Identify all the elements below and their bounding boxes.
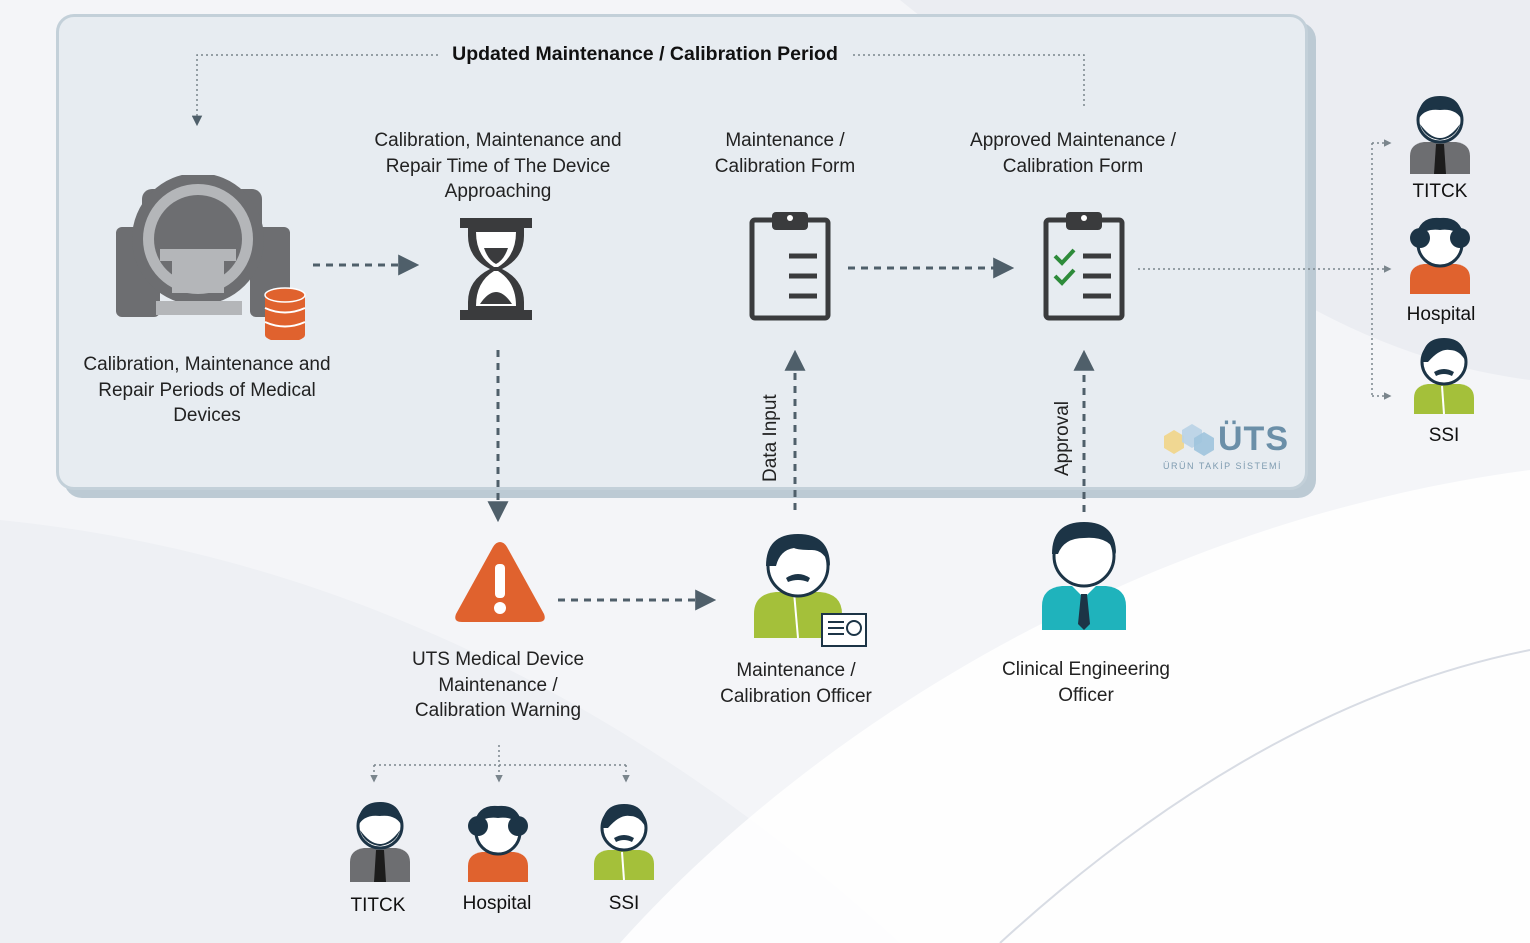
approved-clipboard-icon [1043,212,1125,321]
hospital-person-icon-bottom [468,805,528,882]
uts-logo-text: ÜTS [1218,420,1289,458]
hourglass-icon [460,218,532,320]
clipboard-form-icon [749,212,831,321]
recipient-titck-bottom: TITCK [350,895,406,916]
ssi-person-icon-bottom [594,804,654,881]
approved-form-label: Approved Maintenance / Calibration Form [970,130,1176,177]
hospital-person-icon [1410,217,1470,294]
recipient-ssi-right: SSI [1428,425,1460,446]
ssi-person-icon [1414,338,1474,415]
diagram-title: Updated Maintenance / Calibration Period [440,42,850,67]
hourglass-label: Calibration, Maintenance and Repair Time… [374,130,622,202]
recipient-hospital-bottom: Hospital [462,893,532,914]
officer-label: Maintenance / Calibration Officer [720,660,872,707]
clinical-engineer-icon [1042,522,1126,630]
form-label: Maintenance / Calibration Form [714,130,856,177]
uts-logo-cubes-icon [1164,424,1214,456]
device-label: Calibration, Maintenance and Repair Peri… [83,354,331,426]
recipient-ssi-bottom: SSI [608,893,640,914]
uts-logo-subtitle: ÜRÜN TAKİP SİSTEMİ [1163,461,1283,471]
warning-icon [455,542,545,622]
warning-label: UTS Medical Device Maintenance / Calibra… [411,649,585,721]
maintenance-officer-icon [754,534,867,647]
data-input-label: Data Input [760,394,781,482]
clinical-label: Clinical Engineering Officer [1002,659,1170,706]
titck-person-icon [1410,96,1470,174]
recipient-hospital-right: Hospital [1406,304,1476,325]
mri-device-icon [116,175,306,340]
titck-person-icon-bottom [350,802,410,882]
recipient-titck-right: TITCK [1412,181,1468,202]
approval-label: Approval [1052,401,1073,476]
